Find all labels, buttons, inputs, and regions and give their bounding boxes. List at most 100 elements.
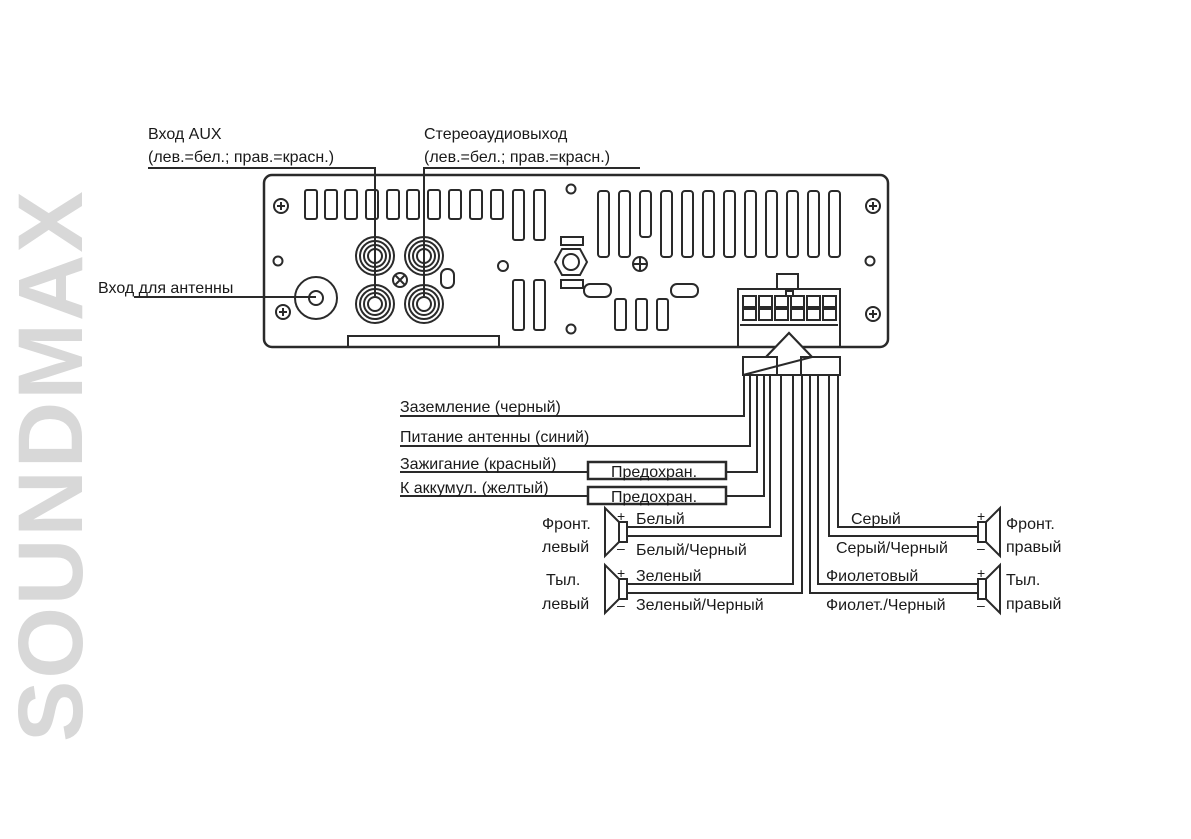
wire-label-ignition: Зажигание (красный) (400, 456, 556, 473)
vent-slot (386, 189, 400, 220)
slot (533, 279, 546, 331)
plus-mark: + (977, 508, 985, 524)
harness-plug (742, 331, 841, 376)
vent-slot (786, 190, 799, 258)
vent-slot (469, 189, 483, 220)
speaker-front-right-name: Фронт. (1006, 516, 1055, 533)
vent-slot (828, 190, 841, 258)
vent-slot (807, 190, 820, 258)
fuse-ignition: Предохран. (586, 460, 728, 481)
wire-rear-right-pos (817, 375, 978, 585)
mount-hole (497, 260, 509, 272)
connector-pin (758, 308, 773, 321)
vent-slot (406, 189, 420, 220)
wire-rear-left-pos (627, 375, 794, 585)
slot (440, 268, 455, 289)
wire-label-front-left-pos: Белый (636, 511, 685, 528)
slot (635, 298, 648, 331)
antenna-input-label: Вход для антенны (98, 280, 233, 297)
vent-slot (618, 190, 631, 258)
vent-slot (597, 190, 610, 258)
speaker-front-left-name-2: левый (542, 539, 589, 556)
speaker-rear-right-icon (977, 562, 1001, 616)
wire-antenna-power (400, 375, 751, 447)
screw-icon (865, 198, 881, 214)
wire-label-rear-left-neg: Зеленый/Черный (636, 597, 764, 614)
speaker-rear-right-name: Тыл. (1006, 572, 1040, 589)
fuse-label: Предохран. (611, 489, 697, 506)
speaker-rear-left-name-2: левый (542, 596, 589, 613)
stereo-out-leader-line (423, 167, 640, 296)
vent-slot (448, 189, 462, 220)
connector-pin (774, 295, 789, 308)
slot (614, 298, 627, 331)
wire-label-front-right-neg: Серый/Черный (836, 540, 948, 557)
aux-leader-line (148, 167, 376, 296)
wire-rear-right-neg (809, 375, 978, 594)
stereo-output-subtitle: (лев.=бел.; прав.=красн.) (424, 149, 610, 166)
wire-label-ground: Заземление (черный) (400, 399, 561, 416)
slot (512, 279, 525, 331)
connector-pin (822, 295, 837, 308)
brand-watermark: SOUNDMAX (0, 189, 102, 742)
wire-front-right-neg (828, 375, 978, 537)
vent-slot (490, 189, 504, 220)
connector-pin (790, 295, 805, 308)
fuse-battery: Предохран. (586, 485, 728, 506)
mount-hole (272, 255, 284, 267)
vent-slot (365, 189, 379, 220)
vent-slot (512, 189, 525, 241)
vent-slot (660, 190, 673, 258)
vent-slots (304, 189, 546, 241)
wire-rear-left-neg (627, 375, 803, 594)
vent-slot (324, 189, 338, 220)
wire-front-right-pos (837, 375, 978, 528)
screw-icon (865, 306, 881, 322)
vent-slot (702, 190, 715, 258)
fuse-label: Предохран. (611, 464, 697, 481)
wire-harness (400, 375, 978, 594)
minus-mark: – (617, 597, 625, 613)
wire-ground (400, 375, 745, 417)
speaker-front-left-name: Фронт. (542, 516, 591, 533)
mount-hole (565, 323, 577, 335)
stereo-output-title: Стереоаудиовыход (424, 126, 568, 143)
wire-label-rear-right-pos: Фиолетовый (826, 568, 918, 585)
vent-slot (765, 190, 778, 258)
vent-slot (639, 190, 652, 238)
vent-slot (427, 189, 441, 220)
plus-mark: + (617, 565, 625, 581)
speaker-front-right-name-2: правый (1006, 539, 1061, 556)
vent-slot (744, 190, 757, 258)
slot (583, 283, 612, 298)
vent-slots (597, 190, 841, 258)
wire-front-left-neg (627, 375, 782, 537)
minus-mark: – (617, 540, 625, 556)
screw-icon (273, 198, 289, 214)
wire-label-front-right-pos: Серый (851, 511, 901, 528)
wire-label-rear-left-pos: Зеленый (636, 568, 702, 585)
mount-hole (864, 255, 876, 267)
speaker-rear-right-name-2: правый (1006, 596, 1061, 613)
vent-slot (533, 189, 546, 241)
vent-slot (344, 189, 358, 220)
connector-pin (742, 295, 757, 308)
vent-slot (304, 189, 318, 220)
connector-pin (806, 295, 821, 308)
ground-nut-icon (553, 236, 589, 289)
speaker-rear-left-icon (604, 562, 628, 616)
slot (656, 298, 669, 331)
connector-pin (790, 308, 805, 321)
connector-pin (758, 295, 773, 308)
connector-pin (822, 308, 837, 321)
wire-battery (726, 375, 765, 497)
wire-label-battery: К аккумул. (желтый) (400, 480, 549, 497)
plus-mark: + (617, 508, 625, 524)
screw-icon (392, 272, 408, 288)
minus-mark: – (977, 540, 985, 556)
wire-label-front-left-neg: Белый/Черный (636, 542, 747, 559)
speaker-rear-left-name: Тыл. (546, 572, 580, 589)
vent-slot (723, 190, 736, 258)
speaker-front-right-icon (977, 505, 1001, 559)
